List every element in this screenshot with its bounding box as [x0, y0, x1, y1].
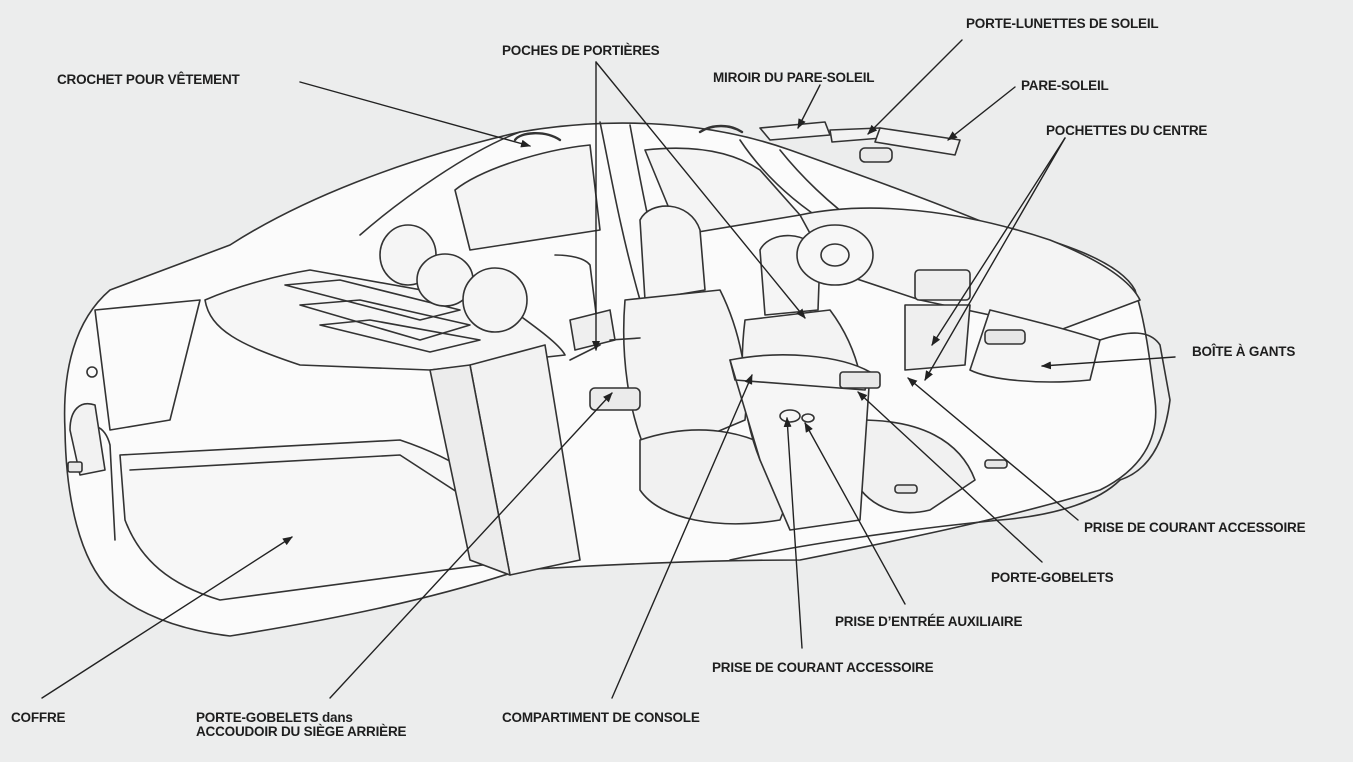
leader-miroir: [797, 84, 821, 129]
leader-compartiment-console: [611, 374, 753, 699]
label-pare-soleil: PARE-SOLEIL: [1021, 78, 1109, 93]
label-prise-courant-droite: PRISE DE COURANT ACCESSOIRE: [1084, 520, 1306, 535]
label-pochettes-centre: POCHETTES DU CENTRE: [1046, 123, 1208, 138]
label-miroir: MIROIR DU PARE-SOLEIL: [713, 70, 875, 85]
label-compartiment-console: COMPARTIMENT DE CONSOLE: [502, 710, 700, 725]
label-porte-gobelets-arriere-line2: ACCOUDOIR DU SIÈGE ARRIÈRE: [196, 724, 407, 739]
leader-prise-courant-bas: [783, 417, 803, 649]
leader-pare-soleil: [947, 86, 1016, 141]
leader-pochettes-a: [931, 137, 1066, 346]
leader-lines: [41, 39, 1176, 699]
leader-porte-gobelets: [857, 391, 1043, 563]
leader-crochet: [299, 81, 531, 148]
leader-pochettes-b: [924, 137, 1066, 381]
leader-porte-lunettes: [867, 39, 963, 135]
label-porte-gobelets-arriere: PORTE-GOBELETS dans ACCOUDOIR DU SIÈGE A…: [196, 710, 407, 739]
label-porte-lunettes: PORTE-LUNETTES DE SOLEIL: [966, 16, 1159, 31]
leader-prise-entree-aux: [804, 422, 906, 605]
label-poches-portieres: POCHES DE PORTIÈRES: [502, 43, 660, 58]
leader-coffre: [41, 536, 293, 699]
label-porte-gobelets-arriere-line1: PORTE-GOBELETS dans: [196, 710, 353, 725]
leader-poches-portieres-b: [595, 61, 806, 319]
label-coffre: COFFRE: [11, 710, 66, 725]
leader-porte-gobelets-arriere: [329, 392, 613, 699]
label-prise-courant-bas: PRISE DE COURANT ACCESSOIRE: [712, 660, 934, 675]
label-prise-entree-aux: PRISE D’ENTRÉE AUXILIAIRE: [835, 614, 1023, 629]
label-crochet: CROCHET POUR VÊTEMENT: [57, 72, 240, 87]
label-porte-gobelets: PORTE-GOBELETS: [991, 570, 1114, 585]
car-body: [63, 121, 1171, 637]
label-boite-gants: BOÎTE À GANTS: [1192, 344, 1296, 359]
leader-prise-courant-droite: [907, 377, 1079, 521]
leader-boite-gants: [1041, 356, 1176, 370]
